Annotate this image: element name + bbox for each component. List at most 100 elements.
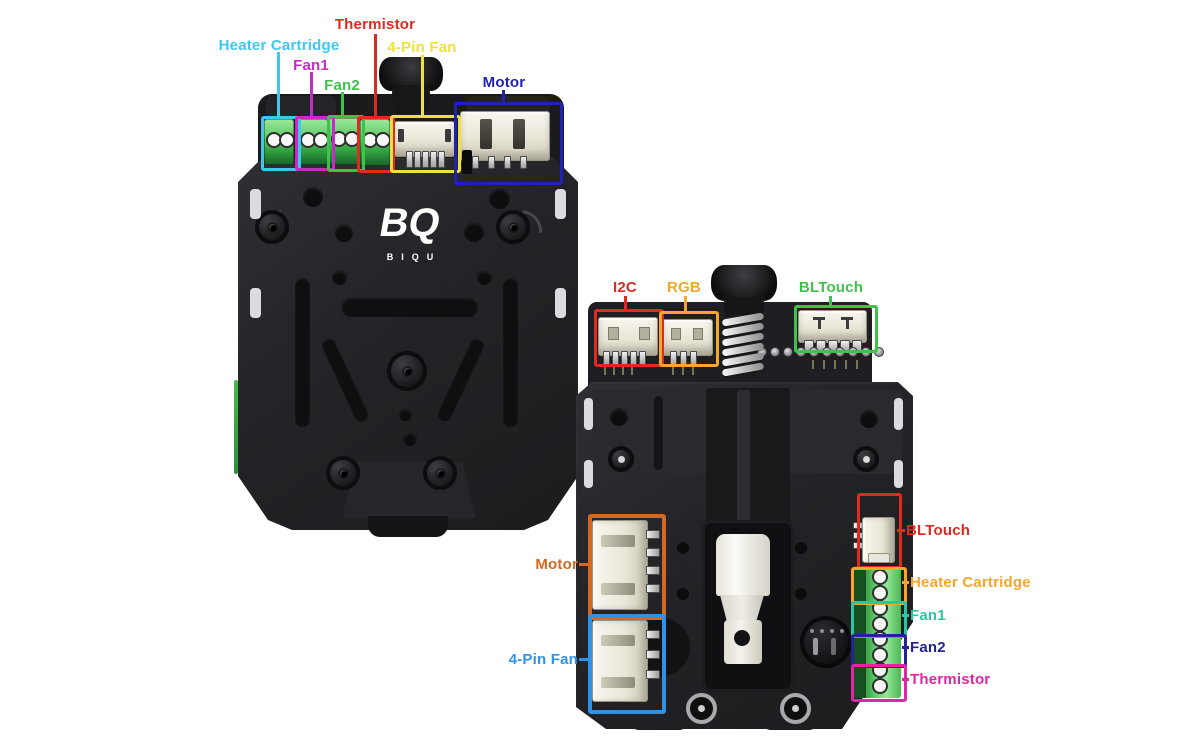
solder-pad — [770, 347, 780, 357]
rgb-box — [659, 311, 719, 367]
silkscreen-mark — [631, 366, 633, 375]
housing-bump — [266, 96, 336, 118]
latch-mid — [720, 595, 764, 622]
connector-slot — [480, 119, 492, 149]
edge-notch — [555, 189, 566, 219]
connector-contact — [693, 328, 703, 340]
screw — [853, 446, 879, 472]
biqu-logo: BQ — [376, 201, 444, 245]
fan1-box — [295, 116, 335, 171]
tension-dial — [800, 616, 852, 668]
screw-hole — [403, 432, 417, 446]
fan2-side-box — [851, 634, 907, 668]
screw-hole — [464, 222, 484, 242]
solder-pad — [783, 347, 793, 357]
silkscreen-mark — [604, 366, 606, 375]
four-pin-fan-leader — [421, 55, 424, 117]
rgb-connector — [662, 319, 713, 356]
edge-notch — [555, 288, 566, 318]
motor-connector — [592, 520, 648, 610]
pin — [472, 156, 479, 169]
connector-slot — [601, 583, 635, 595]
bottom-bulge — [368, 516, 448, 537]
screw-hole — [610, 408, 628, 426]
silkscreen-mark — [834, 360, 836, 369]
latch-top — [716, 534, 770, 596]
edge-notch — [250, 189, 261, 219]
terminal-thermistor — [360, 119, 391, 166]
pin — [406, 151, 413, 168]
pin — [646, 670, 660, 679]
screw-hole — [860, 410, 878, 428]
connector-slot — [601, 677, 635, 688]
i2c-label: I2C — [613, 279, 637, 296]
vent-dot — [677, 588, 689, 600]
connector-lip — [868, 553, 890, 563]
edge-notch — [894, 398, 903, 430]
heater-cartridge-dash — [902, 581, 909, 584]
pin — [646, 548, 660, 557]
thermistor-leader — [374, 34, 377, 118]
motor-side-label: Motor — [535, 556, 578, 573]
vent-dot — [677, 542, 689, 554]
connector-contact — [608, 327, 619, 340]
connector-key — [398, 129, 404, 142]
four-pin-fan-side-box — [588, 614, 666, 714]
pin — [646, 530, 660, 539]
biqu-logo-subtext: BIQU — [386, 252, 442, 262]
fan1-dash — [902, 614, 909, 617]
dial-dot — [820, 629, 824, 633]
silkscreen-mark — [613, 366, 615, 375]
bltouch-top-label: BLTouch — [798, 279, 864, 296]
silkscreen-mark — [682, 366, 684, 375]
pin — [646, 650, 660, 659]
pin — [504, 156, 511, 169]
four-pin-fan-box — [390, 115, 461, 173]
connector-key — [445, 129, 451, 142]
housing-bump — [466, 96, 550, 114]
screw-hole — [335, 224, 353, 242]
motor-side-box — [588, 514, 666, 620]
screw-hole — [477, 270, 492, 285]
motor-label: Motor — [482, 74, 526, 91]
thermistor-side-label: Thermistor — [910, 671, 991, 688]
thermistor-label: Thermistor — [334, 16, 416, 33]
latch-hole — [734, 630, 750, 646]
silkscreen-mark — [812, 360, 814, 369]
i2c-box — [594, 309, 664, 367]
fan1-label: Fan1 — [293, 57, 329, 74]
screw — [686, 693, 717, 724]
terminal-heater — [264, 119, 295, 165]
dial-dot — [840, 629, 844, 633]
thumb-screw-knob — [711, 265, 777, 301]
rgb-leader — [684, 296, 687, 311]
screw-hole — [303, 187, 323, 207]
thermistor-side-box — [851, 664, 907, 702]
smd-component — [462, 150, 472, 174]
bltouch-side-box — [857, 493, 902, 569]
edge-notch — [250, 288, 261, 318]
screw-shaft — [737, 390, 750, 526]
rgb-label: RGB — [667, 279, 701, 296]
fan2-side-label: Fan2 — [910, 639, 946, 656]
screw — [326, 456, 360, 490]
bltouch-side-label: BLTouch — [906, 522, 971, 539]
pin — [488, 156, 495, 169]
connector-slot — [513, 119, 525, 149]
pin — [646, 566, 660, 575]
terminal-hole — [872, 678, 888, 694]
fan2-label: Fan2 — [324, 77, 360, 94]
pcb-edge — [234, 380, 238, 474]
dial-bar — [813, 638, 818, 655]
screw — [780, 693, 811, 724]
silkscreen-mark — [622, 366, 624, 375]
bltouch-top-box — [794, 305, 878, 353]
connector-contact — [639, 327, 650, 340]
pin — [438, 151, 445, 168]
screw-hole — [489, 188, 510, 209]
terminal-hole — [279, 132, 295, 148]
screw-hole — [399, 408, 412, 421]
heater-cartridge-box — [261, 116, 301, 171]
dial-dot — [830, 629, 834, 633]
fan2-box — [327, 115, 365, 172]
